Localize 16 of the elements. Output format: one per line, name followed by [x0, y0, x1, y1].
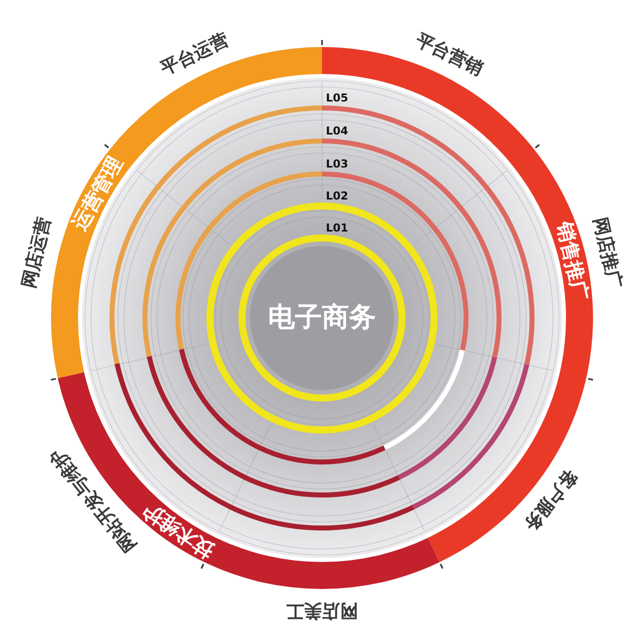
- band-label: 运营管理: [68, 153, 125, 234]
- level-label: L04: [326, 126, 348, 136]
- sector-label: 网站开发与维护: [47, 445, 140, 555]
- level-label: L05: [326, 92, 348, 104]
- level-label: L03: [326, 158, 348, 170]
- sector-label: 平台运营: [158, 31, 232, 79]
- sector-label: 网店推广: [590, 216, 624, 290]
- level-label: L02: [326, 190, 348, 202]
- band-label: 销售推广: [554, 219, 592, 302]
- sector-label: 网店运营: [20, 216, 54, 290]
- sector-label: 平台营销: [412, 31, 486, 79]
- level-label: L01: [326, 222, 348, 234]
- sector-label: 网店美工: [286, 601, 358, 619]
- band-label: 技术维护: [139, 500, 217, 562]
- sector-label: 客户服务: [520, 466, 580, 534]
- center-label: 电子商务: [268, 303, 376, 333]
